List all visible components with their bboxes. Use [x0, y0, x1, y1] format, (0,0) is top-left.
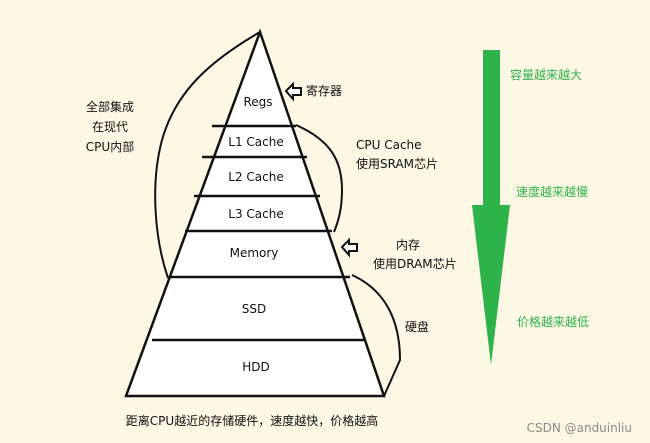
cpu-internal-note-line-3: CPU内部 — [86, 139, 134, 154]
level-label-l2-cache: L2 Cache — [228, 170, 283, 184]
cpu-cache-bracket — [295, 124, 343, 233]
footer-caption: 距离CPU越近的存储硬件，速度越快，价格越高 — [126, 413, 378, 428]
level-label-hdd: HDD — [242, 360, 270, 374]
trend-capacity-label: 容量越来越大 — [510, 67, 582, 82]
level-label-l1-cache: L1 Cache — [228, 135, 283, 149]
memory-note-line-1: 内存 — [396, 238, 420, 252]
csdn-watermark: CSDN @anduinliu — [527, 421, 632, 435]
trend-speed-label: 速度越来越慢 — [516, 184, 588, 199]
disk-bracket — [351, 274, 401, 397]
trend-arrow-icon — [472, 50, 510, 365]
level-label-ssd: SSD — [242, 302, 266, 316]
level-dividers — [152, 124, 366, 342]
register-note: 寄存器 — [306, 83, 342, 98]
disk-note: 硬盘 — [405, 319, 429, 334]
trend-price-label: 价格越来越低 — [517, 314, 589, 329]
cpu-internal-note-line-2: 在现代 — [92, 120, 128, 134]
level-label-regs: Regs — [243, 95, 272, 109]
cpu-internal-note-line-1: 全部集成 — [86, 99, 134, 114]
storage-pyramid — [124, 28, 386, 398]
memory-note-line-2: 使用DRAM芯片 — [373, 256, 457, 271]
cpu-internal-bracket — [154, 31, 261, 279]
cpu-cache-note-line-2: 使用SRAM芯片 — [356, 156, 438, 171]
cpu-cache-note-line-1: CPU Cache — [356, 138, 422, 152]
register-arrow-icon — [284, 81, 302, 102]
level-label-l3-cache: L3 Cache — [228, 207, 283, 221]
memory-arrow-icon — [340, 237, 358, 258]
level-label-memory: Memory — [230, 246, 279, 260]
